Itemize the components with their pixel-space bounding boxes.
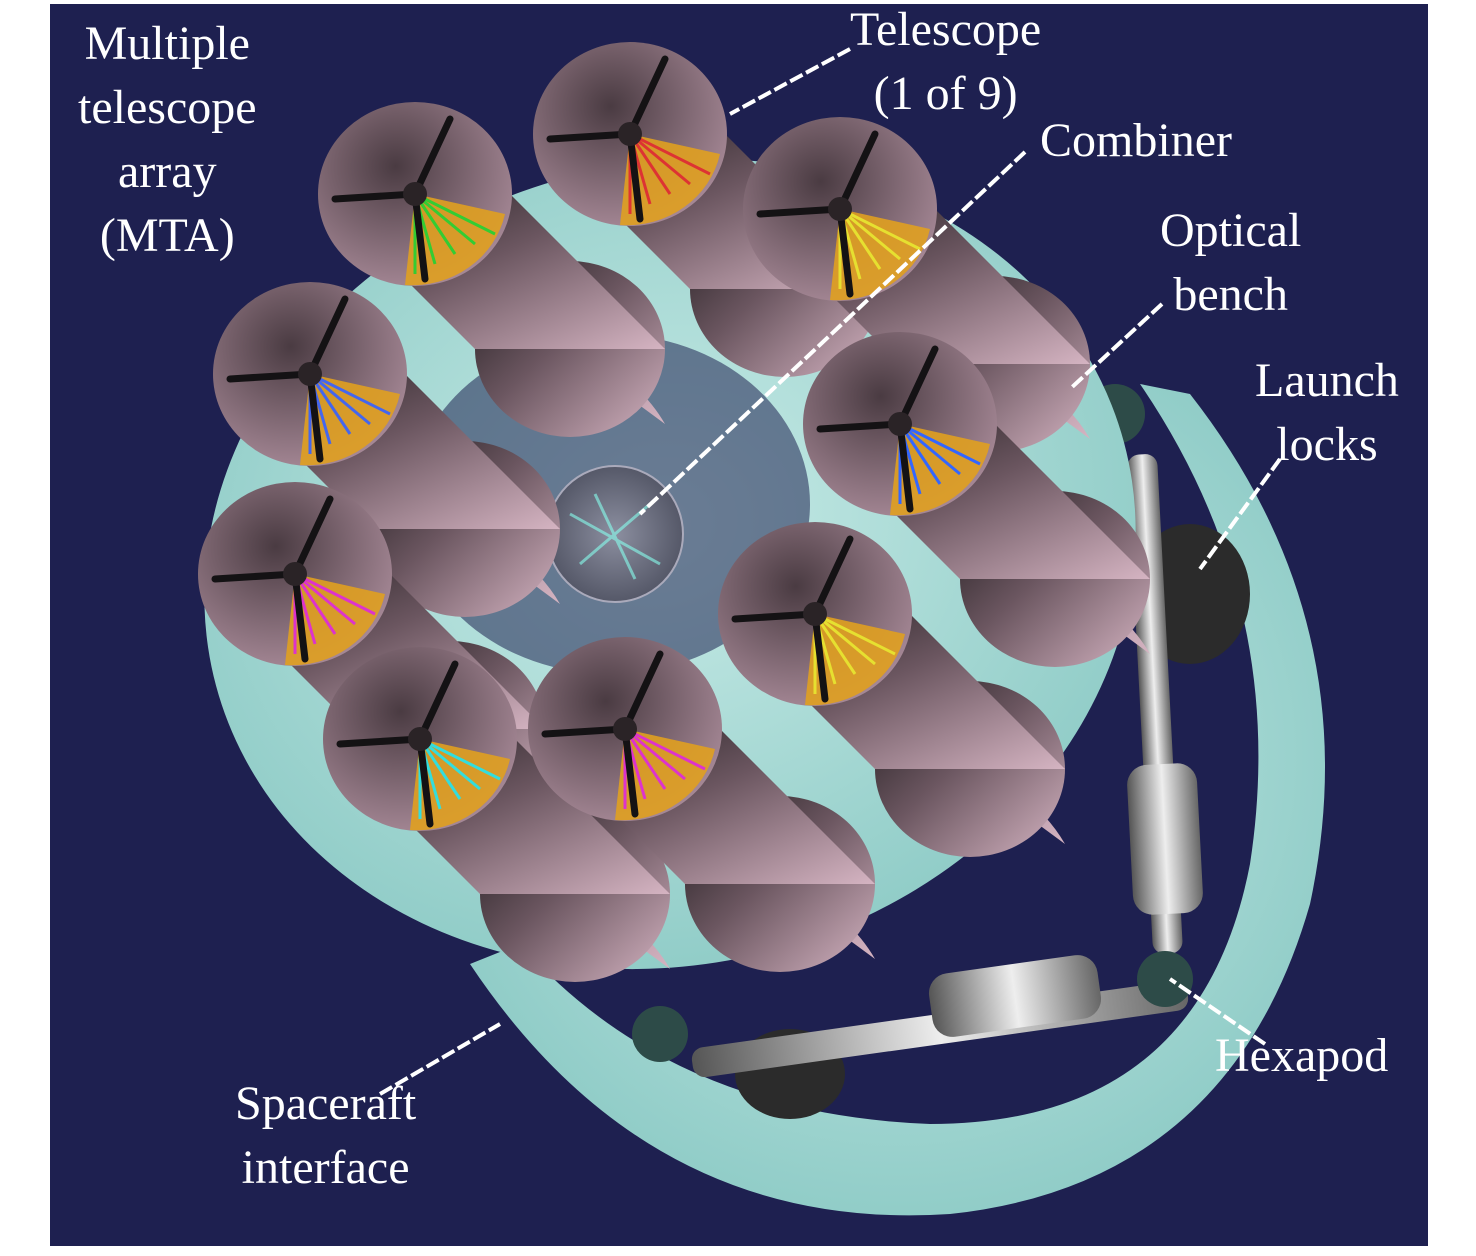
label-mta-line3: array xyxy=(118,145,217,198)
label-mta-line2: telescope xyxy=(78,81,257,134)
diagram-frame: Multiple telescope array (MTA) Telescope… xyxy=(50,4,1428,1246)
label-spacecraft-interface-line2: interface xyxy=(241,1141,410,1194)
leader-optical-bench xyxy=(1068,302,1164,391)
telescope-9 xyxy=(528,637,875,972)
telescope-2 xyxy=(318,102,665,437)
leader-combiner xyxy=(638,150,1027,516)
label-spacecraft-interface-line1: Spaceraft xyxy=(235,1077,417,1130)
label-hexapod-line1: Hexapod xyxy=(1215,1029,1389,1082)
label-spacecraft-interface: Spaceraft interface xyxy=(235,1072,416,1200)
label-optical-bench-line2: bench xyxy=(1173,268,1288,321)
label-launch-locks: Launch locks xyxy=(1255,349,1399,477)
label-hexapod: Hexapod xyxy=(1215,1024,1388,1088)
telescope-7 xyxy=(718,522,1065,857)
leader-launch-locks xyxy=(1198,457,1282,571)
label-mta: Multiple telescope array (MTA) xyxy=(78,12,257,268)
mta-illustration xyxy=(198,42,1325,1216)
combiner xyxy=(546,465,684,603)
telescope-8 xyxy=(323,647,670,982)
telescope-4 xyxy=(213,282,560,617)
label-telescope-line1: Telescope xyxy=(850,4,1042,56)
label-telescope: Telescope (1 of 9) xyxy=(850,4,1041,126)
leader-hexapod xyxy=(1168,977,1267,1046)
leader-spacecraft-interface xyxy=(378,1022,502,1096)
telescope-array xyxy=(198,42,1150,982)
label-telescope-line2: (1 of 9) xyxy=(873,67,1018,120)
telescope-5 xyxy=(803,332,1150,667)
label-optical-bench-line1: Optical xyxy=(1160,204,1302,257)
label-launch-locks-line2: locks xyxy=(1276,418,1378,471)
label-mta-line1: Multiple xyxy=(84,17,250,70)
label-combiner: Combiner xyxy=(1040,109,1232,173)
label-mta-line4: (MTA) xyxy=(99,209,235,262)
telescope-3 xyxy=(743,117,1090,452)
leader-telescope xyxy=(729,47,851,116)
leader-lines xyxy=(378,47,1282,1096)
label-launch-locks-line1: Launch xyxy=(1255,354,1399,407)
label-combiner-line1: Combiner xyxy=(1040,114,1232,167)
label-optical-bench: Optical bench xyxy=(1160,199,1301,327)
